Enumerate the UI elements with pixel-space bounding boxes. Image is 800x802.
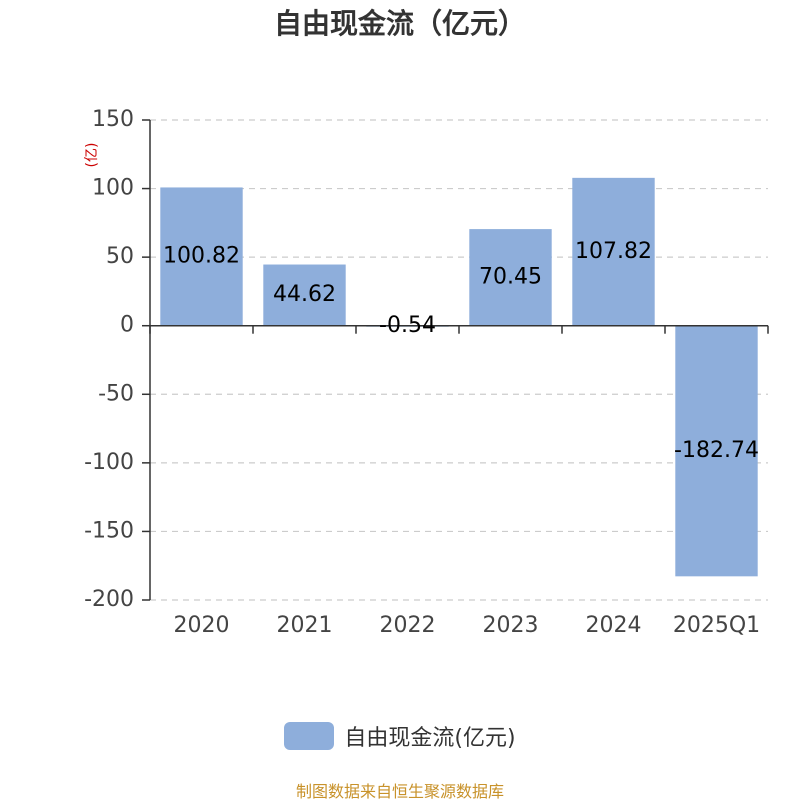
y-axis-label: (亿) xyxy=(84,143,100,168)
axes: 150 100 50 0 -50 -100 -150 -200 2020 2021 2022 2023… xyxy=(84,107,769,638)
y-tick-label: -50 xyxy=(98,381,134,406)
legend[interactable]: 自由现金流(亿元) xyxy=(0,720,800,752)
y-tick-label: 100 xyxy=(92,176,134,201)
x-tick-label: 2022 xyxy=(380,613,436,638)
data-label: -0.54 xyxy=(379,313,436,338)
data-label: 100.82 xyxy=(163,244,240,269)
data-label: 107.82 xyxy=(575,239,652,264)
y-tick-label: -200 xyxy=(84,587,134,612)
bar xyxy=(263,264,346,326)
x-tick-label: 2024 xyxy=(586,613,642,638)
y-tick-label: 50 xyxy=(106,244,134,269)
legend-swatch xyxy=(284,722,335,750)
bar xyxy=(572,177,655,326)
data-label: 70.45 xyxy=(479,264,542,289)
legend-label: 自由现金流(亿元) xyxy=(344,726,516,751)
bar xyxy=(675,325,758,577)
x-tick-label: 2020 xyxy=(174,613,230,638)
x-tick-label: 2021 xyxy=(277,613,333,638)
data-label: -182.74 xyxy=(674,438,759,463)
bar xyxy=(160,187,243,326)
source-note: 制图数据来自恒生聚源数据库 xyxy=(295,782,504,801)
x-tick-label: 2023 xyxy=(483,613,539,638)
bars xyxy=(160,177,758,577)
y-tick-label: 0 xyxy=(120,313,134,338)
grid-lines xyxy=(150,119,768,601)
bar xyxy=(469,229,552,326)
y-tick-label: -100 xyxy=(84,450,134,475)
y-tick-label: 150 xyxy=(92,107,134,132)
data-label: 44.62 xyxy=(273,282,336,307)
data-labels: 100.82 44.62 -0.54 70.45 107.82 -182.74 xyxy=(163,239,759,463)
y-tick-label: -150 xyxy=(84,518,134,543)
x-tick-label: 2025Q1 xyxy=(673,613,760,638)
chart-title: 自由现金流（亿元） xyxy=(273,7,526,40)
